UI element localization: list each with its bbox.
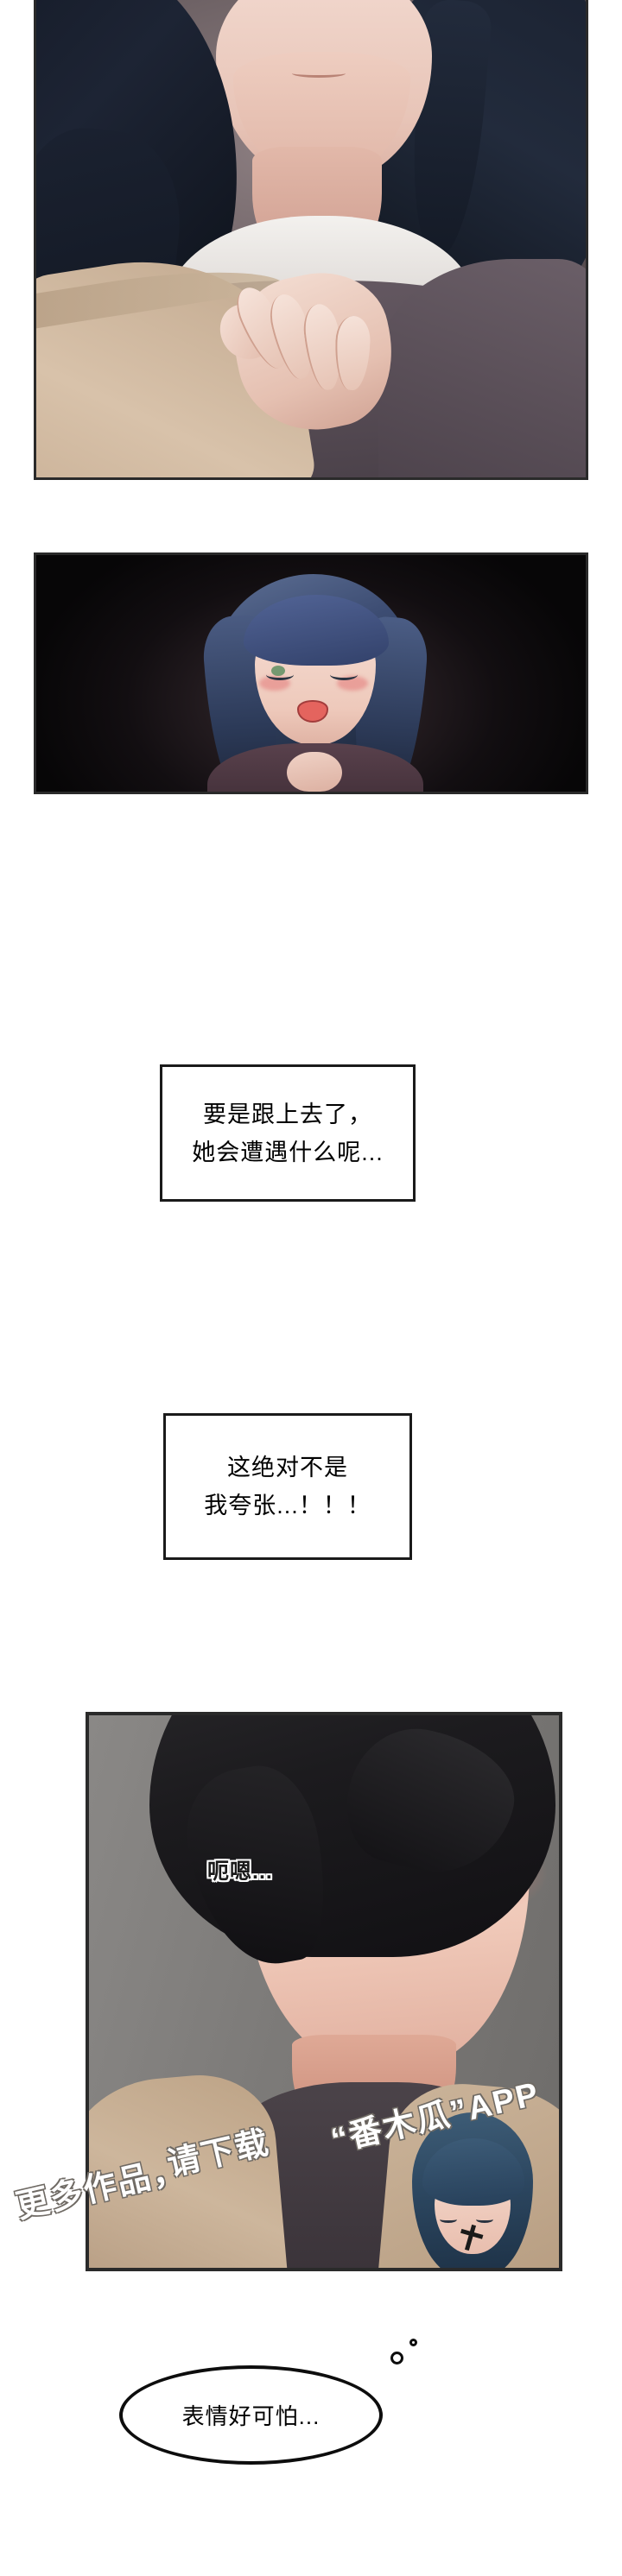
boy-coat-left [89,2068,288,2268]
narration-box-1-line-2: 她会遭遇什么呢... [192,1139,384,1165]
character-mouth [292,69,346,78]
speech-bubble-tail-large [390,2352,403,2364]
girl-hand [287,752,342,792]
narration-box-2-line-2: 我夸张...！！！ [204,1493,371,1518]
girl-head-bangs [422,2138,524,2206]
speech-bubble-text: 表情好可怕... [181,2403,321,2429]
girl-open-mouth [297,700,328,723]
narration-box-2: 这绝对不是 我夸张...！！！ [163,1413,412,1560]
speech-bubble: 表情好可怕... [119,2365,383,2465]
narration-box-2-line-1: 这绝对不是 [227,1455,348,1481]
panel-3-dialogue: 呃嗯... [207,1859,273,1884]
narration-box-1: 要是跟上去了， 她会遭遇什么呢... [160,1064,416,1202]
girl-bangs [244,595,389,666]
sweater-right [378,259,586,477]
girl-eye-right [330,669,358,680]
panel-1 [34,0,588,480]
panel-3 [86,1712,562,2271]
panel-2 [34,552,588,794]
girl-head-eye-right [476,2216,493,2223]
girl-head-eye-left [440,2216,457,2223]
speech-bubble-tail-small [409,2339,417,2346]
girl-eye-left [266,669,294,680]
narration-box-1-line-1: 要是跟上去了， [203,1101,372,1127]
